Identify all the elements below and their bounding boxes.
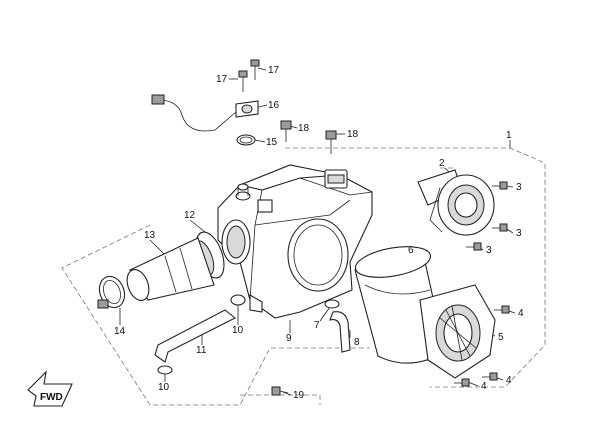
cover-part-2: [417, 169, 495, 236]
breather-hose-8: [329, 311, 351, 353]
callout-10: 10: [232, 325, 244, 336]
callout-15: 15: [266, 137, 278, 148]
callout-16: 16: [268, 100, 280, 111]
callout-5: 5: [498, 332, 504, 343]
bolt-18: [280, 120, 337, 154]
hose-clamp-14: [97, 275, 126, 309]
callout-9: 9: [286, 333, 292, 344]
clip-7: [324, 299, 340, 309]
callout-14: 14: [114, 326, 126, 337]
callout-18: 18: [347, 129, 359, 140]
drain-hose-11: [154, 309, 237, 363]
callout-1: 1: [506, 130, 512, 141]
filter-support-5: [419, 284, 496, 379]
forward-arrow-icon: [27, 370, 73, 407]
assembly-outline-1: [61, 147, 546, 406]
screw-4: [454, 305, 510, 387]
callout-3: 3: [486, 245, 492, 256]
callout-17: 17: [268, 65, 280, 76]
bolt-19: [271, 386, 289, 396]
callout-3: 3: [516, 228, 522, 239]
callout-7: 7: [314, 320, 320, 331]
callout-12: 12: [184, 210, 196, 221]
intake-tube-13: [126, 237, 215, 301]
callout-labels: 1 2 3 3 3 4 4 4 5 6 7 8 9 10 10 11 12 13…: [114, 65, 524, 401]
callout-4: 4: [518, 308, 524, 319]
sensor-16: [151, 94, 259, 132]
fwd-label: FWD: [40, 392, 63, 403]
callout-13: 13: [144, 230, 156, 241]
callout-18: 18: [298, 123, 310, 134]
hose-clamp-10: [157, 294, 246, 375]
callout-6: 6: [408, 245, 414, 256]
callout-19: 19: [293, 390, 305, 401]
callout-4: 4: [481, 381, 487, 392]
fwd-badge: FWD: [27, 370, 73, 407]
bolt-17: [238, 59, 260, 92]
callout-4: 4: [506, 375, 512, 386]
callout-10: 10: [158, 382, 170, 393]
callout-2: 2: [439, 158, 445, 169]
screw-3: [466, 181, 508, 251]
callout-17: 17: [216, 74, 228, 85]
o-ring-15: [236, 134, 256, 146]
callout-8: 8: [354, 337, 360, 348]
callout-11: 11: [196, 345, 207, 356]
air-box-housing: [217, 164, 373, 319]
callout-3: 3: [516, 182, 522, 193]
